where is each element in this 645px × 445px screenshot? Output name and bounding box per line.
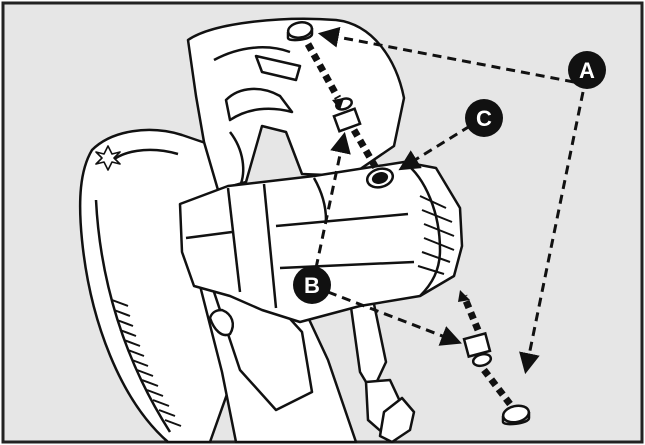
callout-c-label: C	[476, 106, 492, 131]
callout-b-label: B	[304, 273, 320, 298]
leader-c	[398, 124, 471, 171]
leader-b-top	[314, 131, 351, 269]
callout-a-circle	[568, 51, 606, 89]
assembly-path-arrows	[332, 98, 470, 302]
guard-vent-slots	[111, 299, 182, 427]
leader-lines	[314, 26, 585, 375]
brush-holder-opening	[365, 167, 395, 189]
brush-cap-top	[286, 21, 314, 42]
leader-b-bottom	[327, 290, 462, 346]
callout-c-circle	[465, 99, 503, 137]
motor-housing	[178, 160, 464, 324]
brush-cap-bottom	[501, 404, 531, 426]
callout-b: B	[293, 266, 331, 304]
motor-end-vents	[417, 195, 455, 275]
leader-a-top	[317, 26, 575, 84]
leader-a-bottom	[519, 91, 585, 375]
callout-a: A	[568, 51, 606, 89]
assembly-paths	[304, 42, 513, 407]
callout-a-label: A	[579, 58, 595, 83]
callout-b-circle	[293, 266, 331, 304]
carbon-brush-bottom	[462, 331, 493, 368]
lower-arm	[194, 260, 416, 444]
callout-c: C	[465, 99, 503, 137]
